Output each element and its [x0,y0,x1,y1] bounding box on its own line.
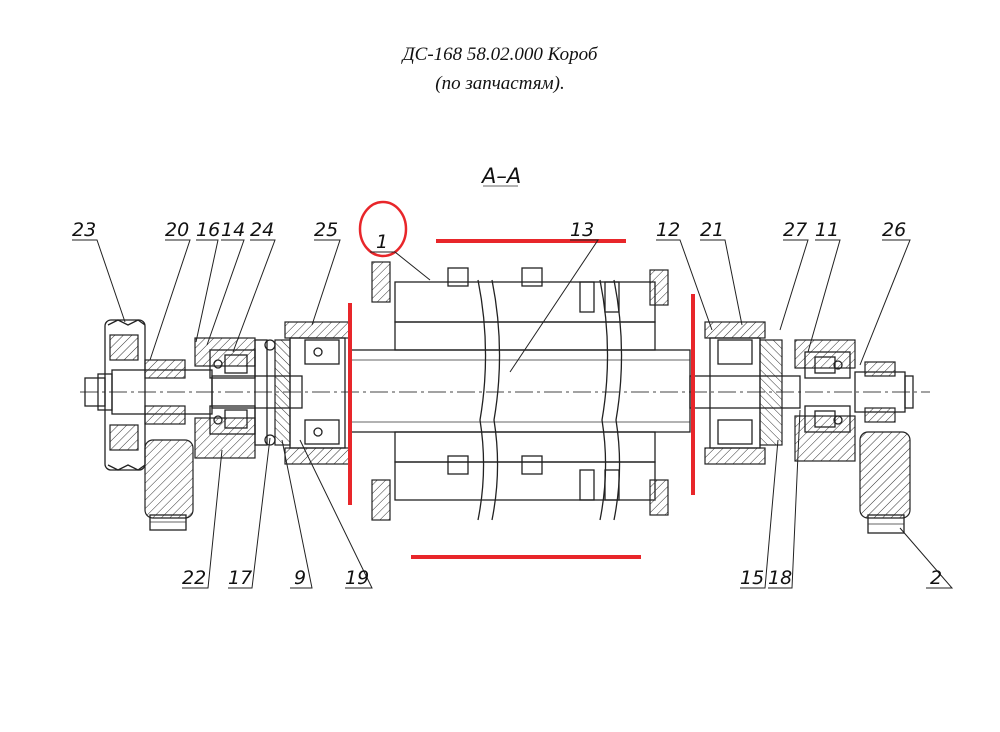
left-shaft [84,359,213,425]
callout-13: 13 [570,219,594,241]
callout-27: 27 [783,219,807,241]
drawing-subtitle: (по запчастям). [435,73,565,94]
callout-14: 14 [221,219,245,241]
central-box [349,261,691,521]
callout-1: 1 [376,231,388,253]
callout-25: 25 [314,219,338,241]
callout-20: 20 [165,219,189,241]
callout-12: 12 [656,219,680,241]
right-shaft [854,361,914,423]
left-bearing-housing [194,337,276,459]
callout-11: 11 [815,219,839,241]
left-inner-bearing [274,321,351,465]
highlight-circle-1 [358,200,408,258]
callout-16: 16 [196,219,220,241]
callout-leaders [72,239,954,589]
callout-18: 18 [768,567,792,589]
callout-17: 17 [228,567,252,589]
section-label: А–А [480,164,521,188]
callout-2: 2 [930,567,942,589]
callout-21: 21 [700,219,724,241]
shaft-left-section [211,375,303,409]
drawing-title: ДС-168 58.02.000 Короб [402,44,598,65]
left-counterweight [144,439,194,531]
callout-26: 26 [882,219,906,241]
callout-9: 9 [294,567,306,589]
callout-15: 15 [740,567,764,589]
shaft-right-section [689,375,801,409]
red-highlight-marks [348,200,695,559]
callout-22: 22 [182,567,206,589]
callout-24: 24 [250,219,274,241]
left-pulley [104,319,146,471]
right-bearing-housing [794,339,856,462]
callout-23: 23 [72,219,96,241]
callout-numbers: 23 20 16 14 24 25 1 13 12 21 27 11 26 22… [72,219,942,589]
callout-19: 19 [345,567,369,589]
right-counterweight [859,431,911,534]
right-inner-bearing [704,321,783,465]
